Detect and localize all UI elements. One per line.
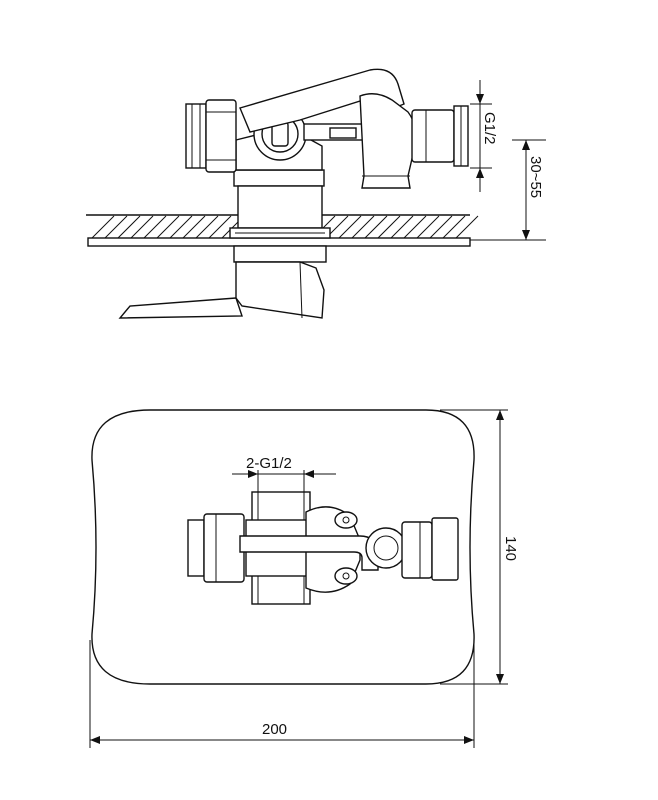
hatch-stroke [338,215,362,239]
hatch-stroke [143,215,167,239]
left-fitting-front [203,513,245,583]
dim-label-width: 200 [262,721,287,738]
mount-lug-bottom [334,567,358,585]
hatch-stroke [117,215,141,239]
body-collar [233,169,325,187]
front-view: 2-G1/2 140 200 [89,409,519,748]
hatch-stroke [130,215,154,239]
spout-edge [299,261,303,319]
crossover-pipe [239,535,379,571]
hatch-stroke [390,215,414,239]
spout-body [235,261,325,319]
hatch-stroke [169,215,193,239]
hatch-stroke [442,215,466,239]
hatch-stroke [91,215,115,239]
hatch-stroke [377,215,401,239]
left-nut-front [187,519,205,577]
dim-arrow [496,410,504,420]
hatch-stroke [455,215,479,239]
dim-arrow [522,140,530,150]
dim-label-thread: 2-G1/2 [246,455,292,472]
dim-arrow [90,736,100,744]
right-fitting [411,109,455,163]
hatch-stroke [195,215,219,239]
dim-arrow [476,168,484,178]
hatch-stroke [416,215,440,239]
right-body [359,93,417,189]
dim-label-height: 140 [502,536,519,561]
left-nut [185,103,207,169]
dim-label-range: 30~55 [527,156,544,198]
hatch-stroke [156,215,180,239]
dim-arrow [304,470,314,478]
hatch-stroke [104,215,128,239]
mount-lug-top [334,511,358,529]
hatch-stroke [403,215,427,239]
right-boss [365,527,407,569]
dim-arrow [496,674,504,684]
cover-plate [91,409,475,685]
right-fitting-front [401,521,433,579]
left-fitting [205,99,237,173]
dim-arrow [476,94,484,104]
hatch-stroke [351,215,375,239]
right-boss-inner [373,535,399,561]
hatch-stroke [182,215,206,239]
hatch-stroke [429,215,453,239]
right-nut-front [431,517,459,581]
wall-plate [87,237,471,247]
dim-arrow [248,470,258,478]
dim-arrow [464,736,474,744]
hatch-stroke [364,215,388,239]
spout-collar [233,245,327,263]
dim-arrow [522,230,530,240]
mount-hole-bottom [342,572,350,580]
body-cylinder [237,185,323,229]
mount-hole-top [342,516,350,524]
hatch-stroke [208,215,232,239]
bridge-window [329,127,357,139]
side-view: G1/2 30~55 [86,68,546,319]
dim-label-g12: G1/2 [481,112,498,145]
spout-lip [118,297,243,319]
